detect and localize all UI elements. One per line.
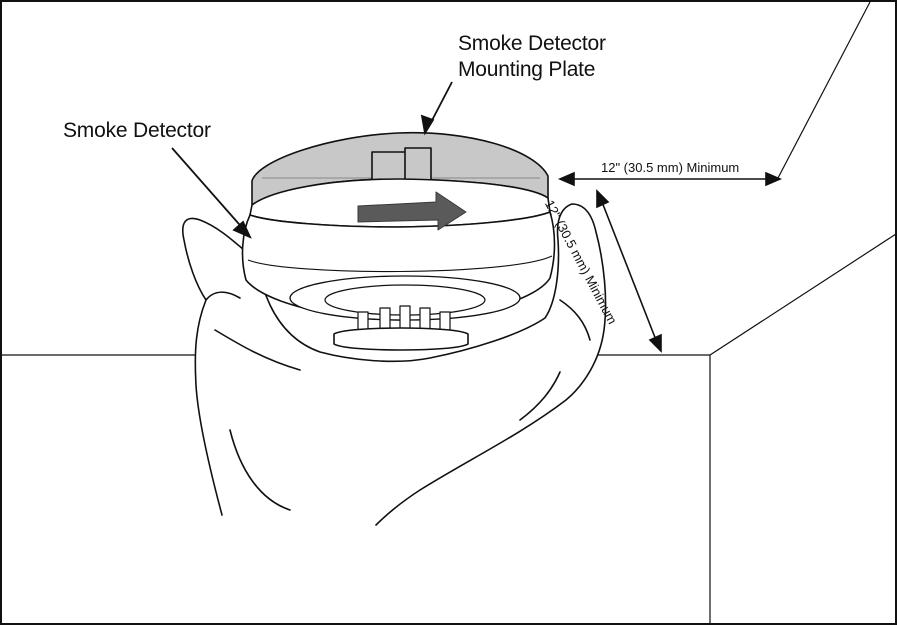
horizontal-dimension-label: 12" (30.5 mm) Minimum	[601, 160, 740, 175]
dimension-vertical-arrow-top	[596, 189, 610, 209]
mounting-plate-label-line2: Mounting Plate	[458, 58, 596, 81]
palm-crease	[214, 329, 301, 371]
leader-lines	[171, 81, 453, 239]
dimension-arrows	[557, 171, 783, 353]
thumb-crease	[205, 291, 241, 301]
leader-smoke-detector	[171, 147, 247, 233]
dimension-vertical-line	[601, 201, 657, 341]
leader-mounting-plate-arrowhead	[420, 114, 435, 136]
smoke-detector	[241, 131, 556, 351]
smoke-detector-label: Smoke Detector	[63, 119, 211, 142]
base-disc	[333, 327, 469, 351]
dimension-horizontal-arrow-left	[557, 171, 575, 187]
dimension-horizontal-arrow-right	[765, 171, 783, 187]
mounting-plate-label: Smoke Detector Mounting Plate	[458, 31, 606, 83]
dimension-vertical-arrow-bottom	[648, 333, 662, 353]
hand	[182, 203, 607, 526]
hand-outline	[182, 203, 607, 526]
body-ridge	[247, 255, 553, 273]
rotation-arrow	[357, 191, 467, 231]
wrist-line	[229, 429, 291, 511]
finger-crease	[559, 299, 591, 341]
leader-smoke-detector-arrowhead	[232, 220, 252, 239]
mounting-plate-label-line1: Smoke Detector	[458, 32, 606, 55]
knuckle-line	[519, 371, 561, 421]
